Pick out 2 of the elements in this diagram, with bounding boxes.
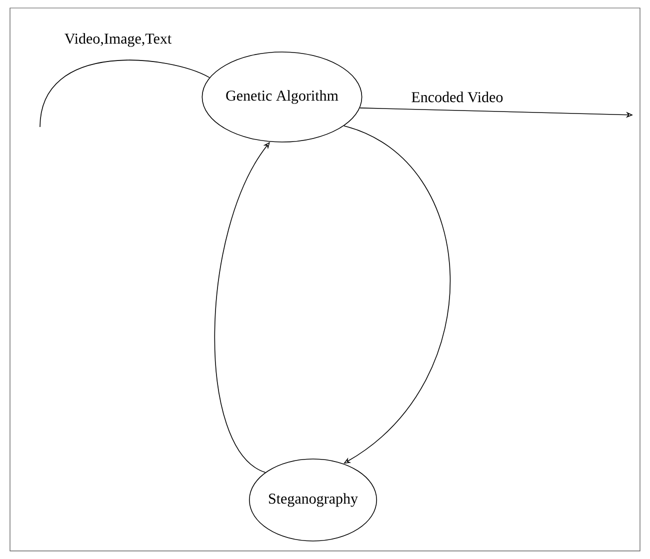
edge-label: Encoded Video (412, 92, 503, 102)
edge-label: Video,Image,Text (64, 33, 172, 47)
